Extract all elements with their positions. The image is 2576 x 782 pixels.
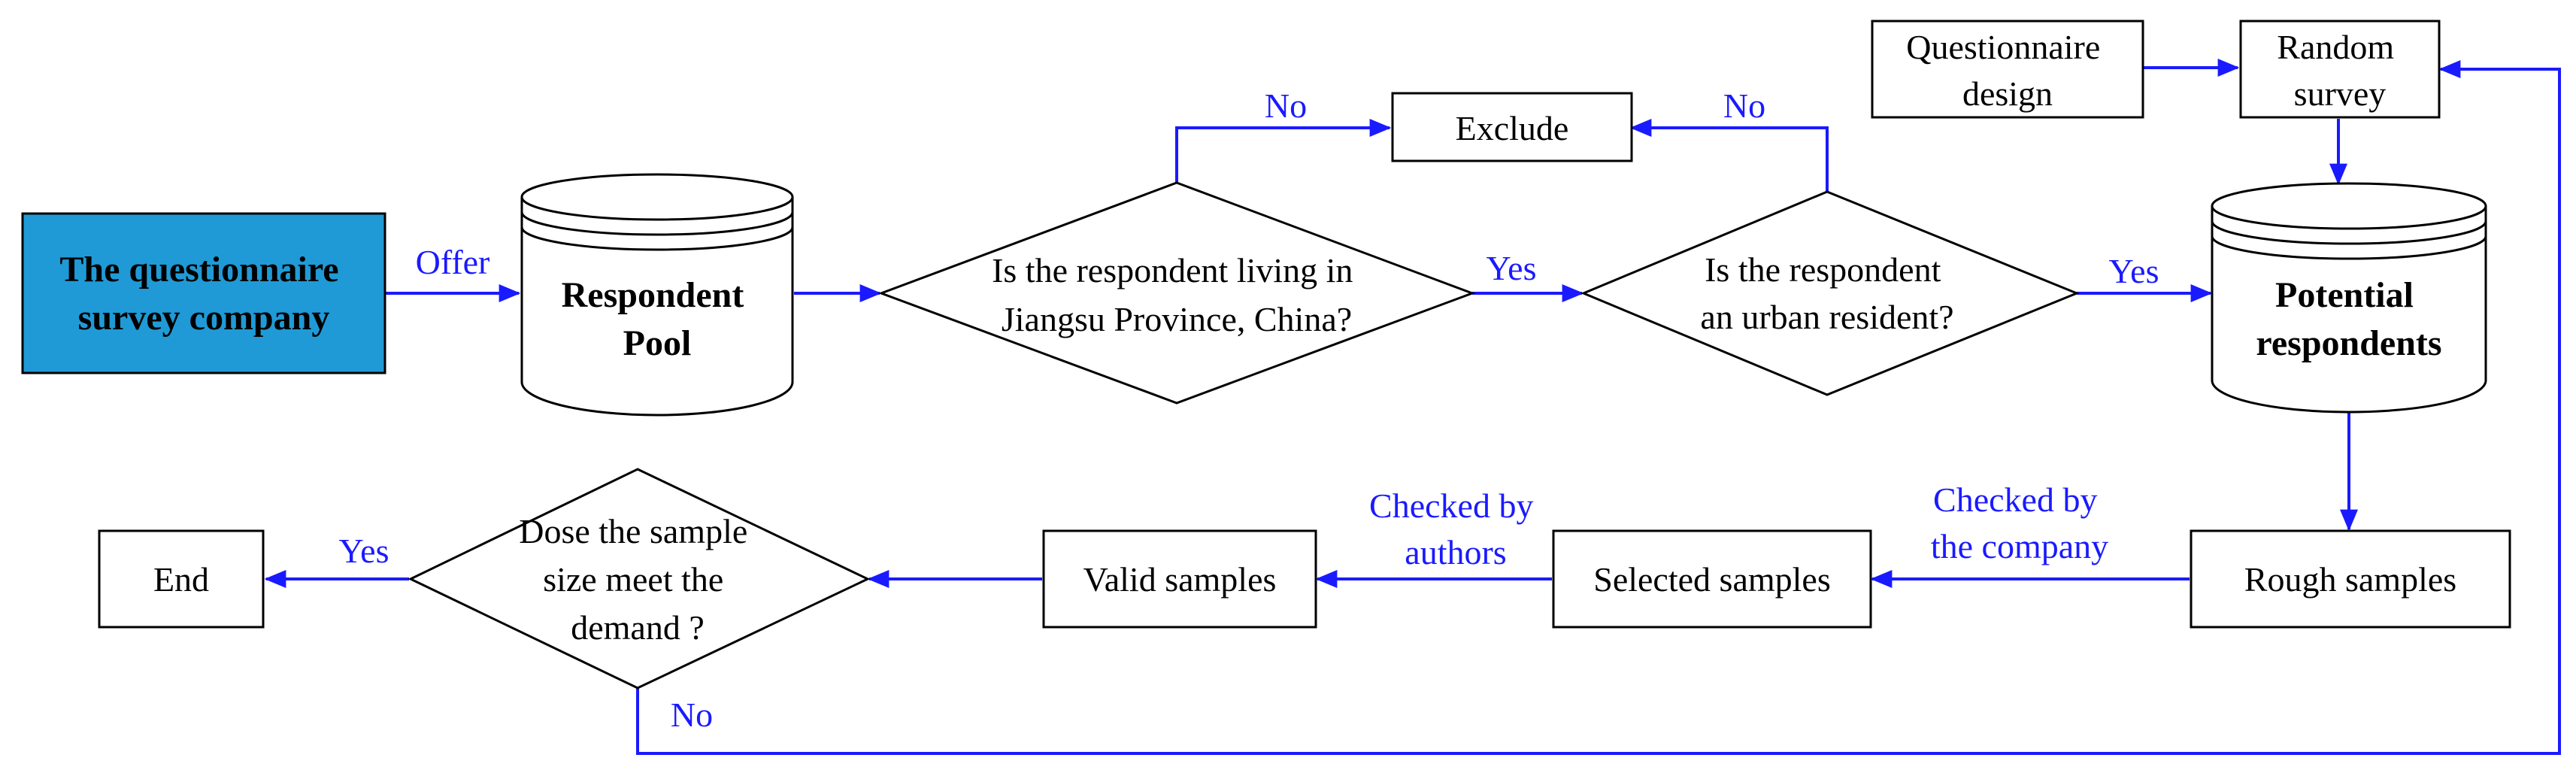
sample-size-decision-diamond: Dose the sample size meet the demand ? — [408, 468, 871, 690]
urban-question-line-2: an urban resident? — [1700, 298, 1953, 336]
svg-text:Yes: Yes — [1487, 249, 1537, 287]
yes-size-label: Yes — [339, 532, 389, 570]
svg-text:Potential respondents: Potential respondents — [2256, 275, 2441, 363]
yes-urban-label: Yes — [2109, 252, 2159, 290]
urban-decision-diamond: Is the respondent an urban resident? — [1580, 190, 2080, 396]
rough-samples-box: Rough samples — [2190, 529, 2511, 629]
random-survey-label-line-1: Random — [2277, 28, 2394, 66]
svg-text:Checked by the company: Checked by the company — [1931, 480, 2108, 565]
svg-text:Yes: Yes — [2109, 252, 2159, 290]
offer-label: Offer — [416, 243, 490, 281]
svg-text:No: No — [671, 696, 713, 734]
selected-samples-label: Selected samples — [1593, 560, 1831, 599]
edge-urban-no-to-exclude — [1629, 119, 1829, 192]
svg-text:Selected samples: Selected samples — [1593, 560, 1831, 599]
pool-label-line-2: Pool — [623, 323, 692, 363]
svg-text:Offer: Offer — [416, 243, 490, 281]
jiangsu-question-line-1: Is the respondent living in — [992, 251, 1353, 289]
yes-jiangsu-label: Yes — [1487, 249, 1537, 287]
svg-text:Questionnaire design: Questionnaire design — [1906, 28, 2109, 113]
potential-label-line-1: Potential — [2275, 275, 2414, 315]
random-survey-label-line-2: survey — [2294, 74, 2387, 113]
selected-samples-box: Selected samples — [1552, 529, 1872, 629]
design-label-line-1: Questionnaire — [1906, 28, 2100, 66]
size-question-line-3: demand ? — [571, 608, 705, 647]
valid-samples-box: Valid samples — [1042, 529, 1317, 629]
svg-text:Valid samples: Valid samples — [1083, 560, 1277, 599]
end-label: End — [153, 560, 209, 599]
pool-label-line-1: Respondent — [562, 275, 744, 315]
random-survey-box: Random survey — [2239, 20, 2441, 119]
potential-respondents-cylinder: Potential respondents — [2211, 182, 2487, 414]
svg-text:Random survey: Random survey — [2277, 28, 2402, 113]
exclude-label: Exclude — [1456, 109, 1569, 147]
edge-size-no-to-random — [636, 60, 2561, 755]
jiangsu-question-line-2: Jiangsu Province, China? — [1002, 300, 1352, 338]
no-jiangsu-label: No — [1265, 86, 1307, 125]
checked-authors-line-1: Checked by — [1369, 486, 1533, 525]
company-box: The questionnaire survey company — [21, 212, 386, 374]
edge-labels: Offer No No Yes Yes Checked by the compa… — [339, 86, 2159, 734]
no-urban-label: No — [1723, 86, 1765, 125]
svg-text:No: No — [1723, 86, 1765, 125]
no-size-label: No — [671, 696, 713, 734]
valid-samples-label: Valid samples — [1083, 560, 1277, 599]
respondent-pool-cylinder: Respondent Pool — [520, 173, 794, 417]
svg-text:Yes: Yes — [339, 532, 389, 570]
checked-company-line-1: Checked by — [1933, 480, 2097, 519]
design-label-line-2: design — [1962, 74, 2053, 113]
edge-jiangsu-no-to-exclude — [1175, 119, 1392, 183]
svg-text:Respondent Pool: Respondent Pool — [562, 275, 753, 363]
exclude-box: Exclude — [1391, 92, 1633, 162]
svg-text:Is the respondent living in: Is the respondent living in Jiangsu Prov… — [992, 251, 1362, 338]
svg-text:The questionnaire survey: The questionnaire survey company — [59, 250, 347, 338]
svg-text:Is the respondent an urb: Is the respondent an urban resident? — [1700, 250, 1953, 336]
svg-text:End: End — [153, 560, 209, 599]
potential-label-line-2: respondents — [2256, 323, 2441, 363]
svg-text:Dose the sample size mee: Dose the sample size meet the demand ? — [519, 512, 756, 647]
end-box: End — [98, 529, 265, 629]
checked-company-line-2: the company — [1931, 527, 2108, 565]
company-label-line-1: The questionnaire — [59, 250, 338, 289]
checked-authors-line-2: authors — [1405, 533, 1506, 571]
svg-text:Checked by authors: Checked by authors — [1369, 486, 1542, 571]
jiangsu-decision-diamond: Is the respondent living in Jiangsu Prov… — [877, 181, 1476, 405]
size-question-line-1: Dose the sample — [519, 512, 747, 550]
questionnaire-design-box: Questionnaire design — [1871, 20, 2144, 119]
size-question-line-2: size meet the — [543, 560, 723, 599]
edges — [264, 59, 2561, 755]
company-label-line-2: survey company — [78, 298, 330, 338]
rough-samples-label: Rough samples — [2244, 560, 2456, 599]
svg-text:Exclude: Exclude — [1456, 109, 1569, 147]
urban-question-line-1: Is the respondent — [1705, 250, 1941, 289]
svg-text:No: No — [1265, 86, 1307, 125]
svg-text:Rough samples: Rough samples — [2244, 560, 2456, 599]
